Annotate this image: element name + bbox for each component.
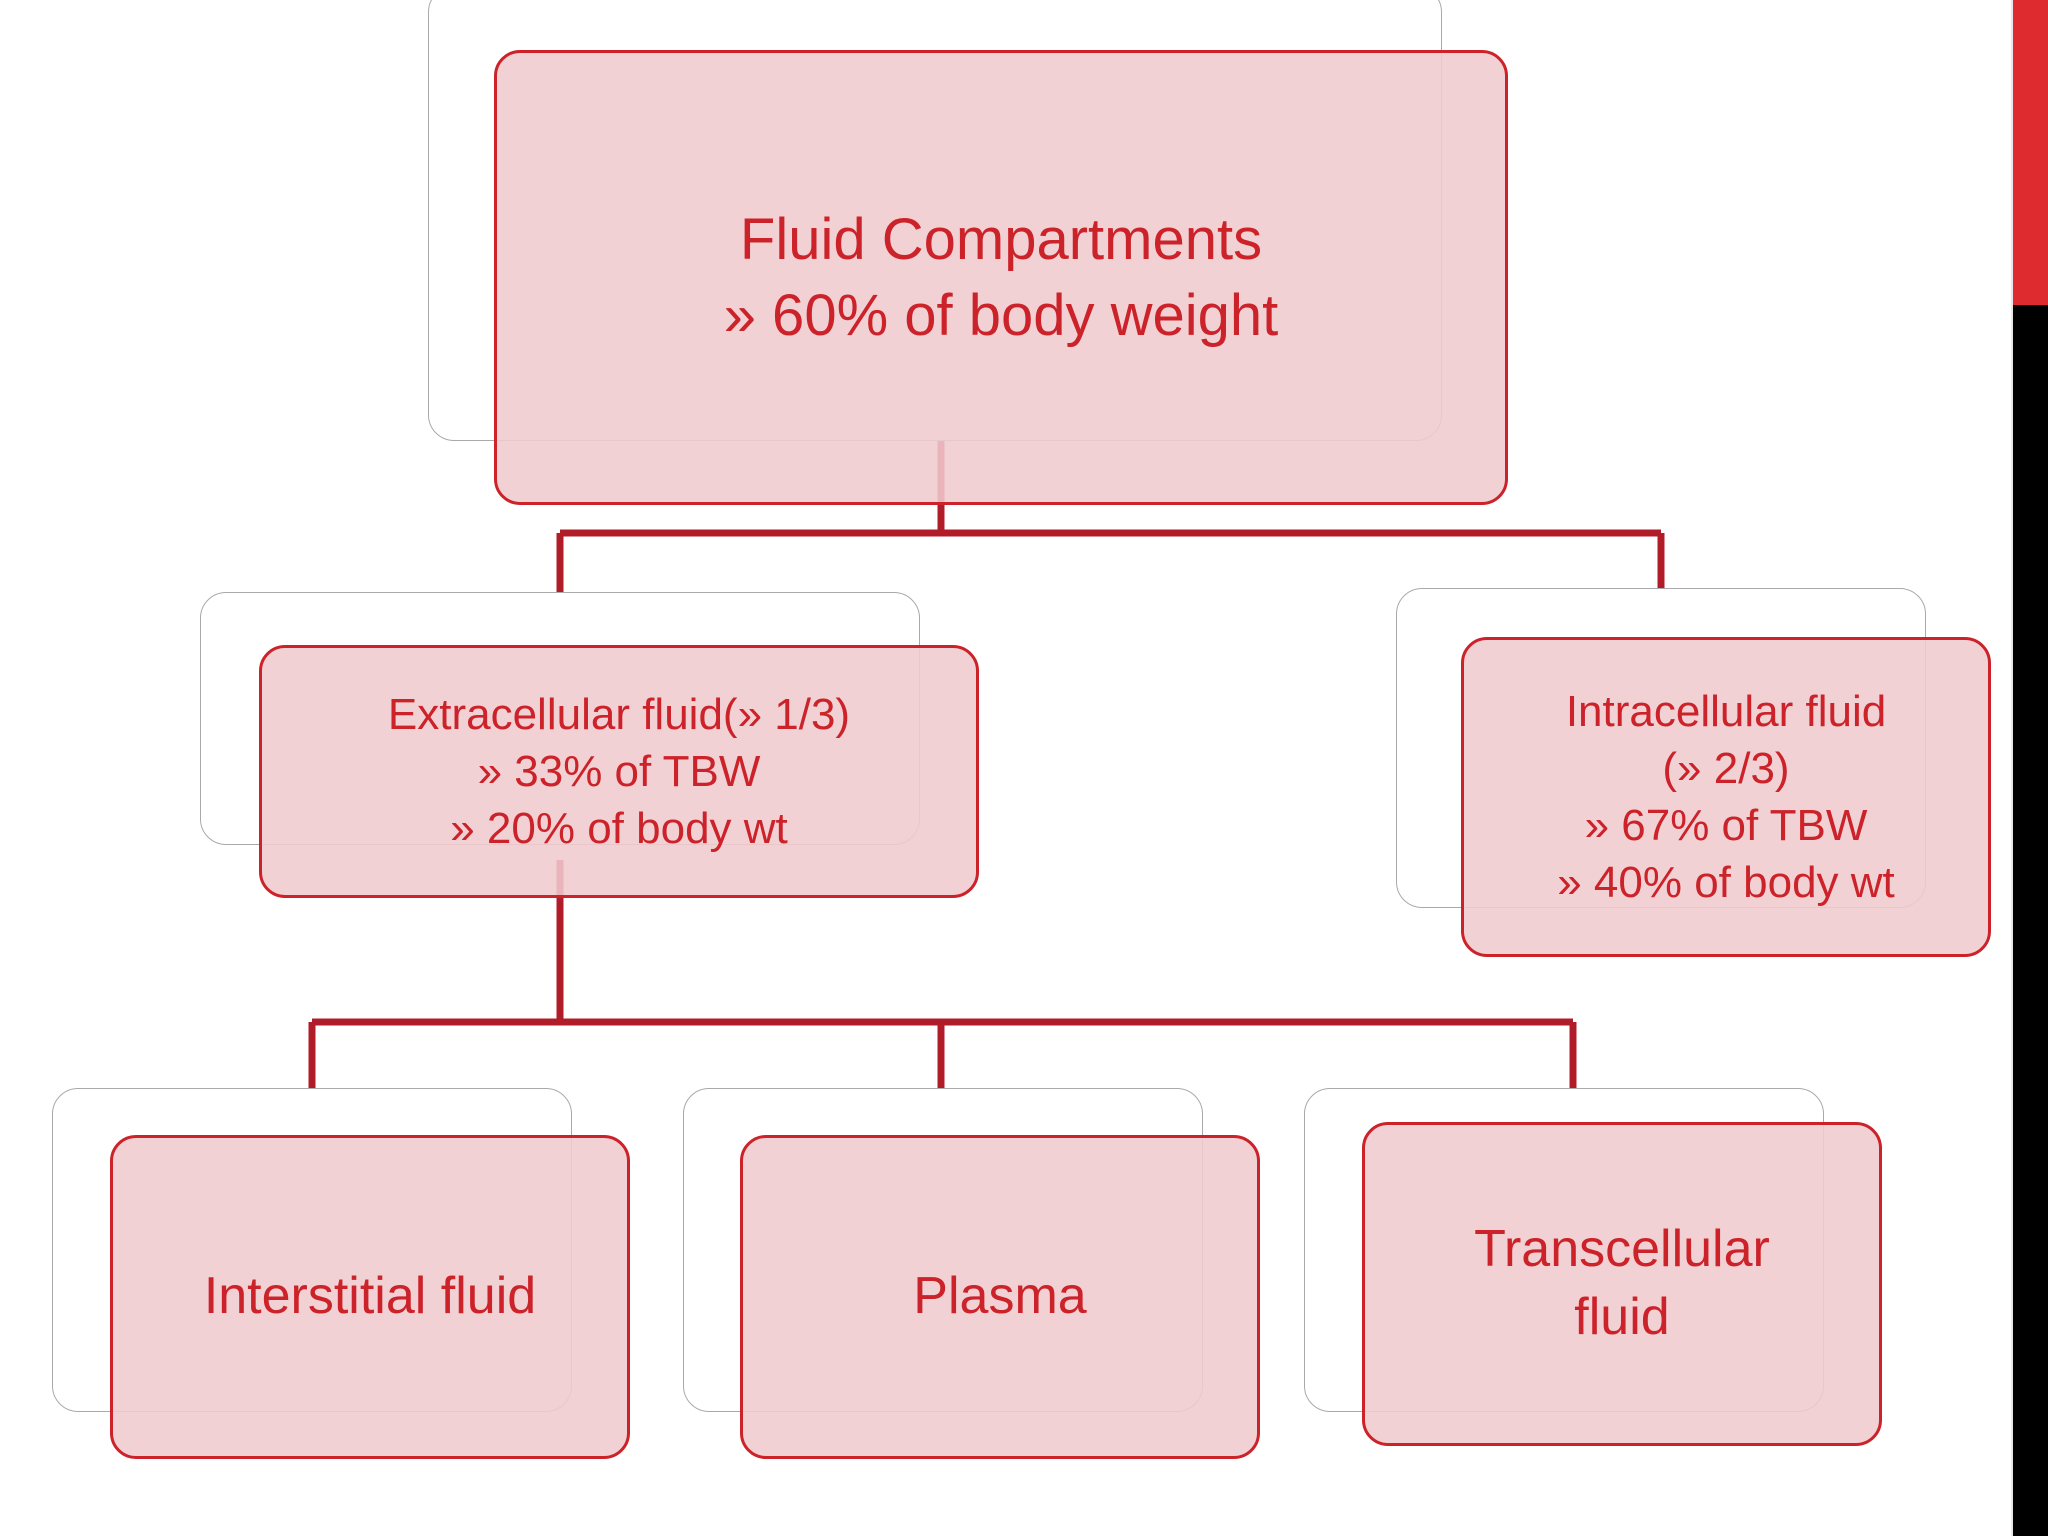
node-icf-text: Intracellular fluid (» 2/3) » 67% of TBW… [1478,683,1974,912]
edge-strip-black [2013,305,2048,1536]
node-tcf-line-2: fluid [1574,1288,1670,1346]
node-ecf-line-2: » 33% of TBW [477,746,761,796]
node-transcellular-fluid[interactable]: Transcellular fluid [1362,1122,1882,1446]
node-ecf-text: Extracellular fluid(» 1/3) » 33% of TBW … [276,686,962,858]
node-isf-text: Interstitial fluid [127,1263,613,1331]
node-plasma[interactable]: Plasma [740,1135,1260,1459]
node-icf-line-2: (» 2/3) [1662,743,1790,793]
edge-hairline [2011,0,2013,1536]
node-tcf-line-1: Transcellular [1474,1220,1770,1279]
node-icf-line-1: Intracellular fluid [1565,686,1887,736]
node-root-line-2: » 60% of body weight [723,282,1279,348]
node-fluid-compartments[interactable]: Fluid Compartments » 60% of body weight [494,50,1508,505]
node-plasma-line-1: Plasma [913,1267,1087,1326]
node-interstitial-fluid[interactable]: Interstitial fluid [110,1135,630,1459]
edge-strip-red [2013,0,2048,305]
node-icf-line-4: » 40% of body wt [1557,858,1895,908]
node-plasma-text: Plasma [757,1263,1243,1331]
node-root-line-1: Fluid Compartments [739,207,1263,273]
node-tcf-text: Transcellular fluid [1379,1216,1865,1351]
node-ecf-line-1: Extracellular fluid(» 1/3) [387,689,851,739]
node-icf-line-3: » 67% of TBW [1584,801,1868,850]
node-intracellular-fluid[interactable]: Intracellular fluid (» 2/3) » 67% of TBW… [1461,637,1991,957]
node-root-text: Fluid Compartments » 60% of body weight [511,202,1491,353]
node-ecf-line-3: » 20% of body wt [450,804,788,854]
node-extracellular-fluid[interactable]: Extracellular fluid(» 1/3) » 33% of TBW … [259,645,979,898]
node-isf-line-1: Interstitial fluid [203,1267,537,1326]
